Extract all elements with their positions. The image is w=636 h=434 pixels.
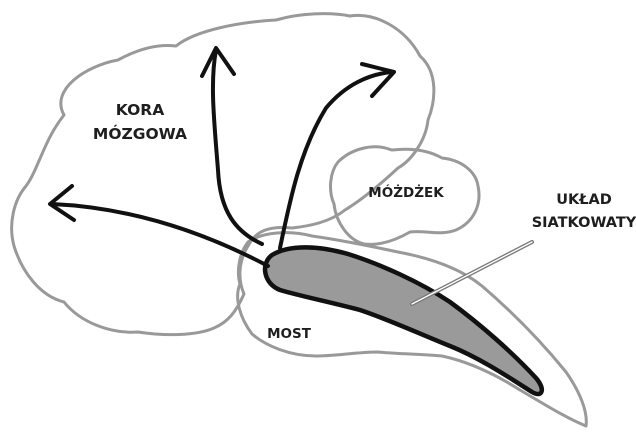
reticular-formation-shape — [265, 247, 542, 394]
label-pons: MOST — [254, 327, 324, 342]
arrowhead-right — [362, 64, 394, 96]
arrow-to-left-cortex — [52, 204, 268, 266]
label-cerebellum: MÓŻDŻEK — [352, 186, 460, 201]
label-cortex: KORA MÓZGOWA — [76, 98, 204, 146]
arrowhead-up — [202, 48, 234, 76]
arrow-to-upper-cortex — [213, 50, 262, 244]
arrow-to-right-cortex — [280, 72, 392, 248]
label-reticular-formation: UKŁAD SIATKOWATY — [530, 189, 636, 235]
